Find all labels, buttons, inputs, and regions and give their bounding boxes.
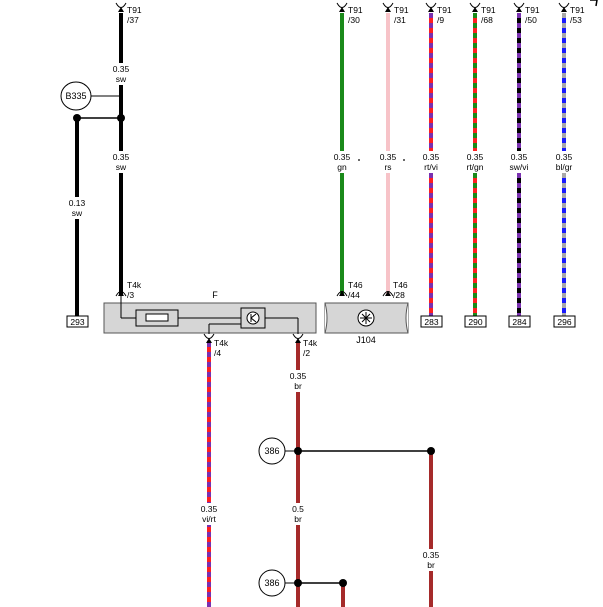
ref-386-b: 386 <box>258 569 298 597</box>
wire-size: 0.5 <box>292 504 304 514</box>
wire-size: 0.35 <box>113 152 130 162</box>
connector-t91-50: T91 /50 <box>513 2 540 25</box>
junction-dot <box>117 114 125 122</box>
wire-color: sw <box>72 208 83 218</box>
connector-t91-9: T91 /9 <box>425 2 452 25</box>
wire-color: vi/rt <box>202 514 216 524</box>
ref-b335-label: B335 <box>65 91 86 101</box>
ref-386-a: 386 <box>258 437 298 465</box>
connector-label: T91 <box>481 5 496 15</box>
wire-color: sw <box>116 74 127 84</box>
connector-pin: /37 <box>127 15 139 25</box>
connector-label: T91 <box>394 5 409 15</box>
connector-t91-30: T91 /30 <box>336 2 363 25</box>
wire-color: br <box>294 381 302 391</box>
page-ref-296: 296 <box>553 315 576 328</box>
svg-text:296: 296 <box>557 317 571 327</box>
wire-size: 0.35 <box>290 371 307 381</box>
svg-text:293: 293 <box>70 317 84 327</box>
wire-size: 0.13 <box>69 198 86 208</box>
connector-pin: /30 <box>348 15 360 25</box>
wire-color: sw/vi <box>510 162 529 172</box>
connector-label: T91 <box>437 5 452 15</box>
relay-icon <box>246 311 260 325</box>
connector-t4k-2: T4k /2 <box>292 333 318 358</box>
connector-pin: /31 <box>394 15 406 25</box>
wire-color: rt/gn <box>466 162 483 172</box>
svg-text:/44: /44 <box>348 290 360 300</box>
component-f: F <box>103 290 317 334</box>
junction-dot <box>427 447 435 455</box>
wire-size: 0.35 <box>511 152 528 162</box>
connector-pin: /53 <box>570 15 582 25</box>
svg-text:386: 386 <box>264 578 279 588</box>
wire-color: rt/vi <box>424 162 438 172</box>
connector-label: T91 <box>348 5 363 15</box>
connector-t46-44: T46 /44 <box>336 280 363 300</box>
page-ref-283: 283 <box>420 315 443 328</box>
wire-size: 0.35 <box>423 550 440 560</box>
component-f-label: F <box>212 290 218 300</box>
svg-text:284: 284 <box>512 317 526 327</box>
svg-text:T4k: T4k <box>214 338 229 348</box>
wire-size: 0.35 <box>556 152 573 162</box>
svg-text:/3: /3 <box>127 290 134 300</box>
wire-color: bl/gr <box>556 162 573 172</box>
wire-size: 0.35 <box>334 152 351 162</box>
connector-t91-68: T91 /68 <box>469 2 496 25</box>
component-j104: J104 <box>324 302 409 345</box>
page-ref-284: 284 <box>508 315 531 328</box>
connector-pin: /68 <box>481 15 493 25</box>
junction-dot <box>73 114 81 122</box>
connector-label: T91 <box>570 5 585 15</box>
wire-size: 0.35 <box>380 152 397 162</box>
page-ref-290: 290 <box>464 315 487 328</box>
wire-color: gn <box>337 162 347 172</box>
wire-color: sw <box>116 162 127 172</box>
svg-text:T46: T46 <box>393 280 408 290</box>
wire-size: 0.35 <box>113 64 130 74</box>
connector-t4k-4: T4k /4 <box>203 333 229 358</box>
connector-t4k-3: T4k /3 <box>115 280 142 300</box>
svg-text:/2: /2 <box>303 348 310 358</box>
junction-dot <box>339 579 347 587</box>
svg-text:T4k: T4k <box>127 280 142 290</box>
svg-text:T4k: T4k <box>303 338 318 348</box>
wire-size: 0.35 <box>201 504 218 514</box>
fuse-icon <box>145 313 169 322</box>
svg-text:/28: /28 <box>393 290 405 300</box>
connector-pin: /9 <box>437 15 444 25</box>
svg-text:290: 290 <box>468 317 482 327</box>
wire-color: br <box>294 514 302 524</box>
connector-t91-53: T91 /53 <box>558 2 585 25</box>
wire-color: br <box>427 560 435 570</box>
connector-label: T91 <box>525 5 540 15</box>
svg-text:/4: /4 <box>214 348 221 358</box>
svg-text:T46: T46 <box>348 280 363 290</box>
connector-t91-37: T91 /37 <box>115 2 142 25</box>
connector-t46-28: T46 /28 <box>382 280 408 300</box>
ref-b335: B335 <box>60 81 121 111</box>
page-ref-293: 293 <box>66 315 89 328</box>
edge-marker <box>590 0 598 7</box>
wire-color: rs <box>384 162 391 172</box>
wire-size: 0.35 <box>467 152 484 162</box>
connector-label: T91 <box>127 5 142 15</box>
component-j104-label: J104 <box>356 335 376 345</box>
connector-pin: /50 <box>525 15 537 25</box>
wire-size: 0.35 <box>423 152 440 162</box>
connector-t91-31: T91 /31 <box>382 2 409 25</box>
svg-text:283: 283 <box>424 317 438 327</box>
svg-text:386: 386 <box>264 446 279 456</box>
